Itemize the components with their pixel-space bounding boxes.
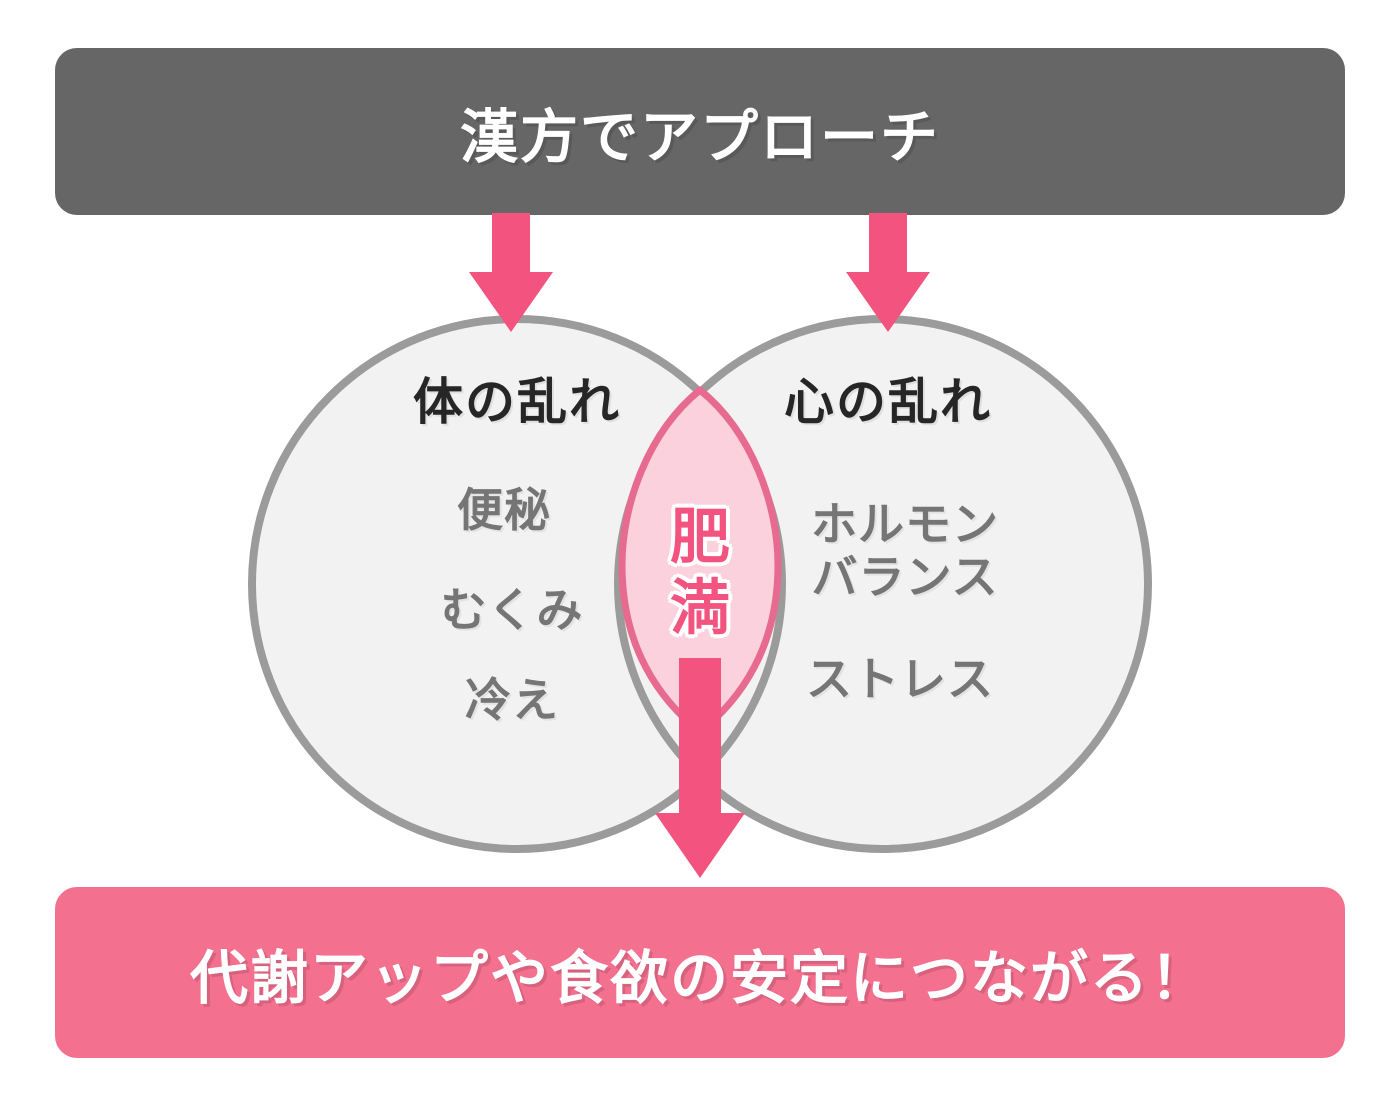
top-banner: 漢方でアプローチ [55,48,1345,215]
down-arrow-left-icon [469,213,553,332]
result-banner: 代謝アップや食欲の安定につながる！ [55,887,1345,1058]
overlap-label: 肥 満 [670,503,730,642]
result-banner-label: 代謝アップや食欲の安定につながる！ [189,945,1210,1011]
right-circle-title: 心の乱れ [784,374,992,430]
down-arrow-center-icon [655,658,745,878]
left-circle-item-swelling: むくみ [440,584,584,636]
left-circle-title: 体の乱れ [413,374,621,430]
top-banner-label: 漢方でアプローチ [459,104,940,170]
down-arrow-right-icon [846,213,930,332]
left-circle-item-coldness: 冷え [465,674,559,726]
right-circle-item-stress: ストレス [806,653,994,705]
left-circle-item-constipation: 便秘 [457,484,551,536]
right-circle-item-line: ホルモン [811,498,999,550]
overlap-label-char: 肥 [670,503,730,571]
overlap-label-char: 満 [670,574,730,642]
right-circle-item-line: バランス [811,551,999,603]
right-circle-item-hormone-balance: ホルモン バランス [811,498,999,604]
